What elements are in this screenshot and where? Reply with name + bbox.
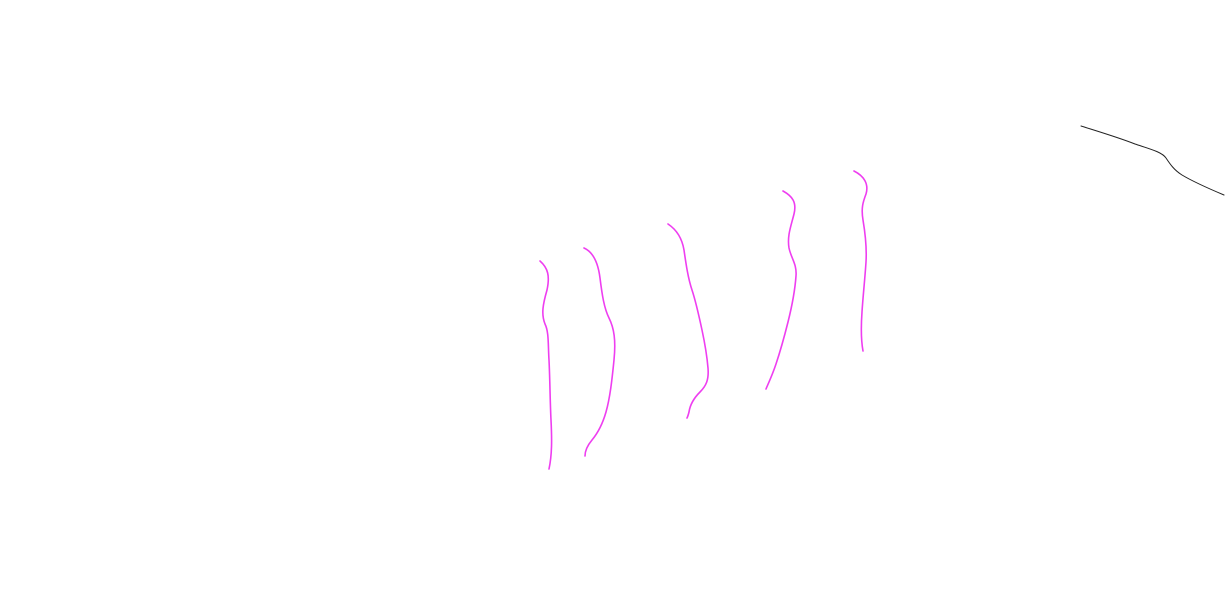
black-stroke-1 — [1080, 125, 1225, 196]
magenta-stroke-1 — [539, 260, 553, 470]
magenta-stroke-3 — [667, 223, 709, 419]
magenta-stroke-5 — [853, 170, 868, 352]
magenta-stroke-2 — [583, 247, 616, 457]
magenta-stroke-4 — [765, 190, 797, 390]
